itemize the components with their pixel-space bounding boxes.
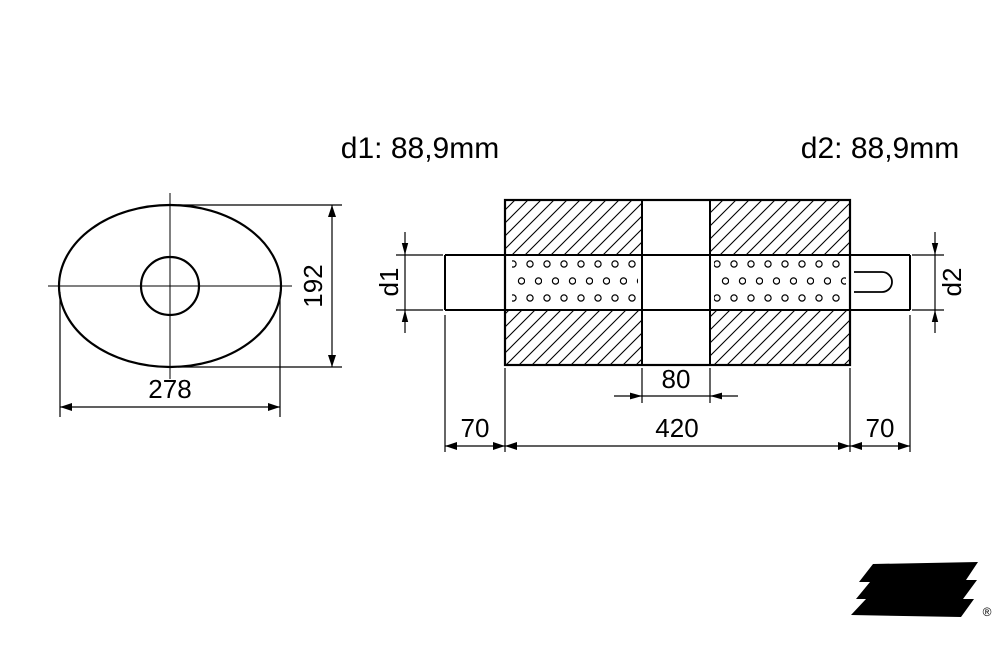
d2-dimension-label: d2 bbox=[937, 268, 967, 297]
inlet-stub-label: 70 bbox=[461, 413, 490, 443]
perforation-dots-left bbox=[512, 258, 638, 307]
damping-hatch-left-top bbox=[505, 200, 642, 255]
front-view: 192 278 bbox=[48, 193, 342, 417]
damping-hatch-right-top bbox=[710, 200, 850, 255]
oval-height-label: 192 bbox=[298, 264, 328, 307]
body-length-label: 420 bbox=[655, 413, 698, 443]
baffle-width-label: 80 bbox=[662, 364, 691, 394]
oval-body-outline bbox=[57, 203, 283, 369]
damping-hatch-right-bottom bbox=[710, 310, 850, 365]
d1-dimension-label: d1 bbox=[374, 268, 404, 297]
baffle-arrow-left bbox=[630, 392, 642, 400]
d1-arrow-bottom bbox=[401, 310, 409, 322]
d1-arrow-top bbox=[401, 243, 409, 255]
oval-width-label: 278 bbox=[148, 374, 191, 404]
d2-arrow-bottom bbox=[931, 310, 939, 322]
d1-spec-label: d1: 88,9mm bbox=[341, 132, 499, 165]
logo-banner-shape bbox=[851, 562, 978, 617]
registered-trademark-symbol: ® bbox=[983, 605, 992, 619]
brand-logo: FOX ® bbox=[851, 562, 992, 619]
d2-spec-label: d2: 88,9mm bbox=[801, 132, 959, 165]
side-view: d1 d2 80 420 70 70 bbox=[374, 198, 967, 452]
perforation-dots-right bbox=[714, 258, 846, 307]
damping-hatch-left-bottom bbox=[505, 310, 642, 365]
d2-arrow-top bbox=[931, 243, 939, 255]
baffle-arrow-right bbox=[710, 392, 722, 400]
inner-pipe-circle bbox=[139, 255, 201, 317]
outlet-clamp-slot bbox=[854, 271, 893, 293]
muffler-body-outline bbox=[503, 198, 852, 367]
outlet-stub-label: 70 bbox=[866, 413, 895, 443]
logo-brand-text: FOX bbox=[871, 568, 958, 612]
